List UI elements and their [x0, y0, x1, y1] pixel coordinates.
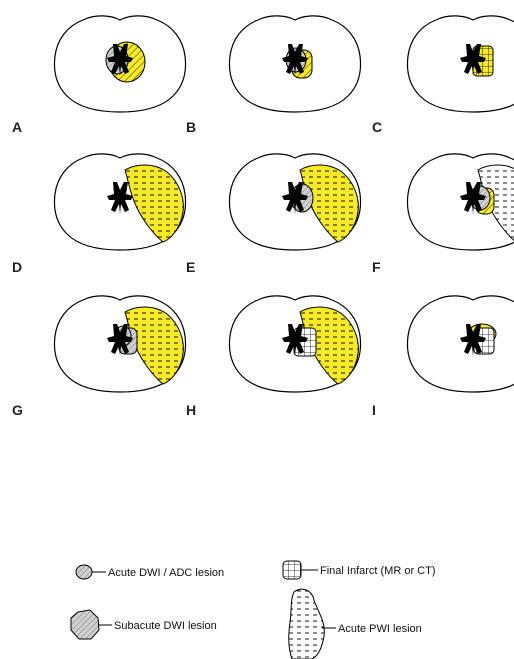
panel-label-c: C [372, 119, 382, 135]
panel-d-brain [53, 153, 187, 251]
panel-b-brain [228, 15, 362, 113]
panel-i-brain [406, 295, 514, 393]
panel-label-g: G [12, 402, 23, 418]
legend-final-infarct-swatch [282, 560, 318, 580]
panel-c-brain [406, 15, 514, 113]
legend-subacute-dwi-swatch [70, 609, 112, 640]
legend-acute-pwi-label: Acute PWI lesion [338, 623, 422, 635]
panel-f-brain [406, 153, 514, 251]
panel-label-b: B [186, 119, 196, 135]
panel-h-brain [228, 295, 362, 393]
panel-g-brain [53, 295, 187, 393]
panel-label-e: E [186, 259, 195, 275]
panel-label-f: F [372, 259, 381, 275]
panel-a-brain [53, 15, 187, 113]
panel-label-d: D [12, 259, 22, 275]
panel-label-a: A [12, 119, 22, 135]
legend-acute-pwi-swatch [288, 588, 336, 659]
panel-e-brain [228, 153, 362, 251]
legend-final-infarct-label: Final Infarct (MR or CT) [320, 565, 436, 577]
legend-acute-dwi-label: Acute DWI / ADC lesion [108, 567, 224, 579]
panel-label-i: I [372, 402, 376, 418]
legend-subacute-dwi-label: Subacute DWI lesion [114, 620, 217, 632]
legend: Acute DWI / ADC lesion Final Infarct (MR… [70, 560, 436, 659]
panel-label-h: H [186, 402, 196, 418]
legend-acute-dwi-swatch [75, 564, 106, 580]
